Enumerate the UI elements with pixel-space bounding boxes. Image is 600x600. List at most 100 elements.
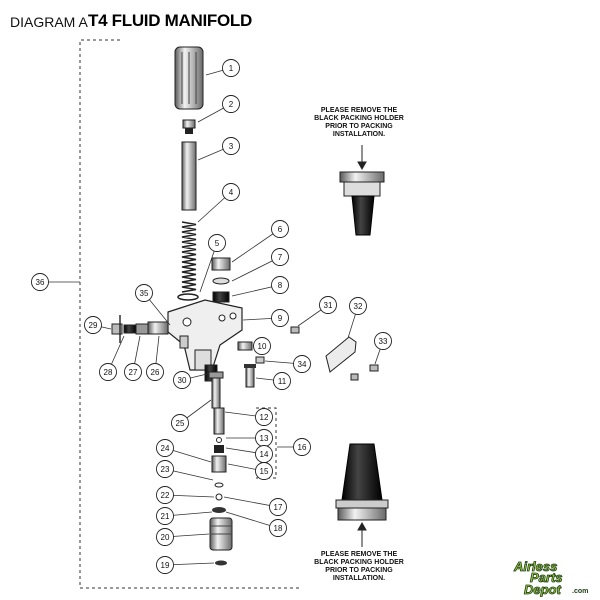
callout-circle-11 <box>273 372 291 390</box>
part-manifold-body <box>167 299 243 371</box>
part-tube <box>181 141 197 211</box>
logo-suffix: .com <box>572 588 589 595</box>
leader-6 <box>231 228 281 263</box>
callout-circle-33 <box>374 332 392 350</box>
part-rod-25 <box>208 371 224 409</box>
part-inlet-assembly <box>111 315 189 349</box>
callout-group: 1234567891011121314151617181920212223242… <box>31 59 392 574</box>
leader-17 <box>223 496 279 508</box>
diagram-title: T4 FLUID MANIFOLD <box>88 11 252 30</box>
callout-circle-22 <box>156 486 174 504</box>
callout-circle-27 <box>124 363 142 381</box>
callout-label-27: 27 <box>129 368 138 377</box>
callout-label-20: 20 <box>161 533 170 542</box>
callout-circle-6 <box>271 220 289 238</box>
callout-circle-10 <box>253 337 271 355</box>
callout-label-5: 5 <box>215 239 220 248</box>
logo-line3: Depot <box>524 582 562 598</box>
callout-circle-35 <box>135 284 153 302</box>
callout-circle-24 <box>156 439 174 457</box>
note-top: PLEASE REMOVE THE BLACK PACKING HOLDER P… <box>314 107 404 138</box>
callout-label-35: 35 <box>140 289 149 298</box>
callout-label-11: 11 <box>278 377 287 386</box>
callout-label-22: 22 <box>161 491 170 500</box>
part-stack-16 <box>211 407 227 513</box>
part-screw-34 <box>255 356 265 364</box>
callout-circle-31 <box>319 296 337 314</box>
part-plug-11 <box>244 364 256 388</box>
callout-circle-23 <box>156 460 174 478</box>
callout-circle-4 <box>222 183 240 201</box>
part-handle <box>174 46 204 110</box>
bracket-16 <box>256 407 277 479</box>
callout-circle-9 <box>271 309 289 327</box>
callout-label-33: 33 <box>379 337 388 346</box>
callout-label-26: 26 <box>151 368 160 377</box>
callout-label-30: 30 <box>178 376 187 385</box>
callout-circle-36 <box>31 273 49 291</box>
part-cap <box>182 119 196 134</box>
callout-circle-1 <box>222 59 240 77</box>
callout-circle-34 <box>293 355 311 373</box>
callout-label-23: 23 <box>161 465 170 474</box>
callout-label-14: 14 <box>260 450 269 459</box>
callout-label-36: 36 <box>36 278 45 287</box>
callout-label-10: 10 <box>258 342 267 351</box>
callout-circle-3 <box>222 137 240 155</box>
logo-line1: Airless <box>514 559 558 575</box>
arrow-top-note <box>357 145 367 171</box>
diagram-label: DIAGRAM A <box>10 14 88 30</box>
part-cartridge-20 <box>209 517 233 551</box>
part-spring <box>181 221 197 293</box>
callout-circle-7 <box>271 248 289 266</box>
callout-label-28: 28 <box>104 368 113 377</box>
callout-circle-25 <box>171 414 189 432</box>
callout-circle-28 <box>99 363 117 381</box>
part-fitting-10 <box>237 341 253 351</box>
packing-holder-top <box>339 171 385 236</box>
callout-circle-17 <box>269 498 287 516</box>
callout-label-32: 32 <box>354 302 363 311</box>
callout-circle-30 <box>173 371 191 389</box>
callout-circle-15 <box>255 462 273 480</box>
callout-circle-29 <box>84 316 102 334</box>
part-nut-8 <box>212 291 230 303</box>
part-screw-33 <box>369 364 379 372</box>
packing-holder-bottom <box>335 443 389 521</box>
logo-line2: Parts <box>530 570 563 586</box>
note-bottom: PLEASE REMOVE THE BLACK PACKING HOLDER P… <box>314 551 404 582</box>
callout-label-15: 15 <box>260 467 269 476</box>
callout-label-6: 6 <box>278 225 283 234</box>
callout-label-24: 24 <box>161 444 170 453</box>
callout-label-17: 17 <box>274 503 283 512</box>
callout-label-7: 7 <box>278 253 283 262</box>
callout-circle-2 <box>222 95 240 113</box>
callout-circle-32 <box>349 297 367 315</box>
callout-label-16: 16 <box>298 443 307 452</box>
callout-circle-16 <box>293 438 311 456</box>
callout-label-12: 12 <box>260 413 269 422</box>
callout-label-2: 2 <box>229 100 234 109</box>
callout-label-13: 13 <box>260 434 269 443</box>
arrow-bottom-note <box>357 521 367 547</box>
part-seal-19 <box>215 560 227 566</box>
callout-label-9: 9 <box>278 314 283 323</box>
callout-circle-21 <box>156 507 174 525</box>
callout-label-4: 4 <box>229 188 234 197</box>
callout-label-19: 19 <box>161 561 170 570</box>
callout-label-8: 8 <box>278 281 283 290</box>
callout-label-3: 3 <box>229 142 234 151</box>
part-screw-31 <box>290 326 300 334</box>
callout-label-18: 18 <box>274 524 283 533</box>
callout-circle-5 <box>208 234 226 252</box>
part-bracket-32 <box>325 336 357 373</box>
leader-18 <box>225 511 279 529</box>
callout-circle-19 <box>156 556 174 574</box>
callout-leaders <box>40 67 384 566</box>
part-seal-7 <box>212 277 230 285</box>
callout-label-21: 21 <box>161 512 170 521</box>
part-fitting-6 <box>211 257 231 271</box>
callout-circle-8 <box>271 276 289 294</box>
callout-circle-12 <box>255 408 273 426</box>
